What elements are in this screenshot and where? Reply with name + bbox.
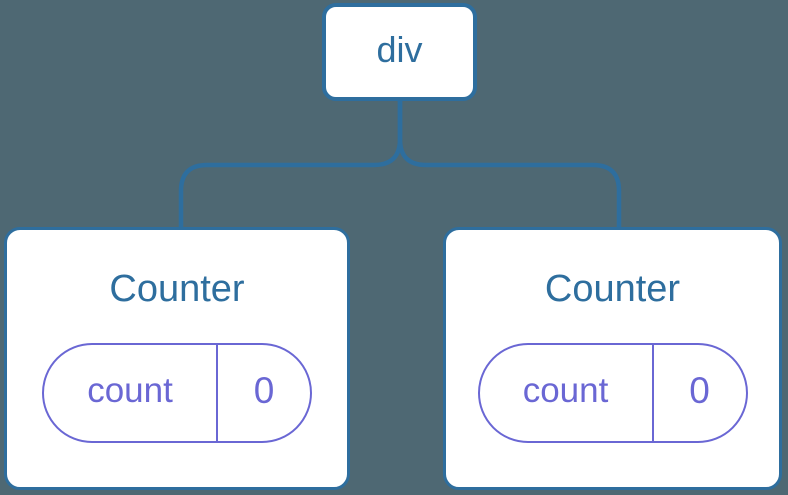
state-pill: count 0 <box>42 342 312 443</box>
counter-card-right: Counter count 0 <box>443 227 782 490</box>
connector-left-branch <box>178 99 403 229</box>
root-node-label: div <box>376 29 423 70</box>
state-value: 0 <box>689 369 710 411</box>
counter-title: Counter <box>109 268 245 310</box>
counter-title: Counter <box>544 268 681 310</box>
state-value: 0 <box>253 369 275 411</box>
state-key: count <box>44 344 218 441</box>
state-key: count <box>480 344 654 441</box>
counter-card-left: Counter count 0 <box>4 227 350 490</box>
root-node-div: div <box>322 3 477 101</box>
connector-right-branch <box>397 99 622 229</box>
state-pill: count 0 <box>477 342 748 443</box>
